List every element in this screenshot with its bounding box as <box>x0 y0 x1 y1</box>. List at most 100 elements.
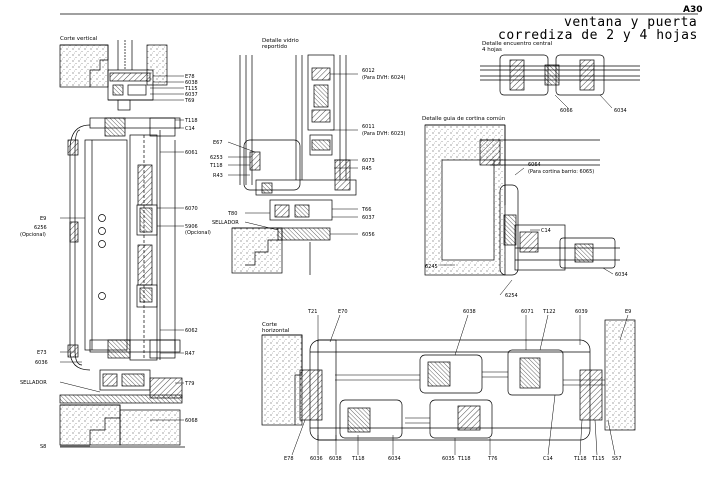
horizontal-section-title-2: horizontal <box>262 328 290 334</box>
label-t79: T79 <box>184 381 194 387</box>
label-t115-horizontal: T115 <box>591 456 605 462</box>
label-e9: E9 <box>40 216 46 222</box>
horizontal-sash-3 <box>429 399 493 439</box>
label-t118b: T118 <box>457 456 471 462</box>
label-para-6065: (Para cortina barrio: 6065) <box>528 169 594 175</box>
curtain-detail: Detalle guia de cortina común <box>422 115 620 296</box>
label-6011: 6011 <box>362 124 375 130</box>
title-block: A30 ventana y puerta corrediza de 2 y 4 … <box>60 5 703 43</box>
central-detail-title: Detalle encuentro central <box>482 41 553 47</box>
horizontal-labels: T21 E70 6038 6071 T122 6039 E9 E78 6036 … <box>284 309 631 462</box>
label-6035: 6035 <box>442 456 455 462</box>
label-s57: S57 <box>612 456 622 462</box>
label-t115: T115 <box>184 86 198 92</box>
glass-pane-left <box>84 139 128 351</box>
label-c14-curtain: C14 <box>541 228 551 234</box>
glass-labels: 6012 (Para DVH: 6024) 6011 (Para DVH: 60… <box>209 68 405 238</box>
label-6034-horizontal: 6034 <box>388 456 401 462</box>
label-e67: E67 <box>213 140 223 146</box>
wall-top-outline <box>60 44 109 87</box>
label-s8: S8 <box>40 444 46 450</box>
horizontal-sash-2 <box>339 399 403 439</box>
label-r47: R47 <box>185 351 195 357</box>
title-line-2: corrediza de 2 y 4 hojas <box>498 28 698 43</box>
label-6256: 6256 <box>34 225 47 231</box>
central-detail: Detalle encuentro central 4 hojas <box>480 41 640 109</box>
label-t80: T80 <box>227 211 237 217</box>
label-sellador-glass: SELLADOR <box>212 220 239 226</box>
label-para-6024: (Para DVH: 6024) <box>362 75 405 81</box>
wall-top <box>59 44 109 88</box>
label-6034-central: 6034 <box>614 108 627 114</box>
horizontal-section: Corte horizontal <box>261 314 636 456</box>
label-para-6023: (Para DVH: 6023) <box>362 131 405 137</box>
label-opcional-left: (Opcional) <box>20 232 46 238</box>
glass-detail-title-1: Detalle vidrio <box>262 38 299 44</box>
label-t21: T21 <box>307 309 317 315</box>
label-6034-curtain: 6034 <box>615 272 628 278</box>
vertical-section-title: Corte vertical <box>60 36 98 42</box>
glass-mullion <box>307 54 335 131</box>
label-t118-glass: T118 <box>209 163 223 169</box>
glass-detail-title-2: reportido <box>262 44 288 50</box>
label-t122: T122 <box>542 309 556 315</box>
label-6056: 6056 <box>362 232 375 238</box>
vertical-section: Corte vertical <box>59 36 185 448</box>
label-c14: C14 <box>185 126 195 132</box>
label-6037-glass: 6037 <box>362 215 375 221</box>
label-r43: R43 <box>213 173 223 179</box>
label-6036-horizontal: 6036 <box>310 456 323 462</box>
vertical-labels: E78 6038 T115 6037 T69 T118 C14 6061 607… <box>20 74 211 450</box>
curtain-detail-title: Detalle guia de cortina común <box>422 115 506 122</box>
label-e78: E78 <box>185 74 195 80</box>
horizontal-sash-1 <box>419 354 483 394</box>
central-detail-subtitle: 4 hojas <box>482 47 502 53</box>
label-t118: T118 <box>184 118 198 124</box>
sash-left-curve <box>69 124 91 371</box>
curtain-labels: 6064 (Para cortina barrio: 6065) C14 624… <box>425 162 628 299</box>
title-line-1: ventana y puerta <box>564 15 697 30</box>
sill <box>59 394 183 404</box>
label-e9-horizontal: E9 <box>625 309 631 315</box>
label-6064: 6064 <box>528 162 541 168</box>
center-column <box>129 134 158 361</box>
label-t69: T69 <box>184 98 194 104</box>
horizontal-sash-4 <box>507 349 564 396</box>
horizontal-wall-left <box>261 334 303 426</box>
roller-wheel-2 <box>98 227 106 235</box>
label-6071: 6071 <box>521 309 534 315</box>
label-r45: R45 <box>362 166 372 172</box>
label-t118-bottom: T118 <box>351 456 365 462</box>
label-6068: 6068 <box>185 418 198 424</box>
label-6038-bottom: 6038 <box>329 456 342 462</box>
label-sellador: SELLADOR <box>20 380 47 386</box>
label-6061: 6061 <box>185 150 198 156</box>
horizontal-section-title-1: Corte <box>262 322 278 328</box>
roller-wheel-3 <box>98 240 106 248</box>
roller-wheel-1 <box>98 214 106 222</box>
wall-top-right <box>146 44 168 86</box>
label-6245: 6245 <box>425 264 438 270</box>
label-e78-horizontal: E78 <box>284 456 294 462</box>
label-e70: E70 <box>338 309 348 315</box>
label-e73: E73 <box>37 350 47 356</box>
central-labels: 6066 6034 <box>560 108 627 114</box>
label-6253: 6253 <box>210 155 223 161</box>
label-6036: 6036 <box>35 360 48 366</box>
roller-wheel-4 <box>98 292 106 300</box>
label-6038: 6038 <box>185 80 198 86</box>
label-5906: 5906 <box>185 224 198 230</box>
label-6066: 6066 <box>560 108 573 114</box>
label-6073: 6073 <box>362 158 375 164</box>
glass-detail: Detalle vidrio reportido <box>227 38 358 275</box>
label-6038-top: 6038 <box>463 309 476 315</box>
label-6039: 6039 <box>575 309 588 315</box>
sheet-code: A30 <box>683 5 703 15</box>
label-6254: 6254 <box>505 293 518 299</box>
label-opcional-right: (Opcional) <box>185 230 211 236</box>
label-6037: 6037 <box>185 92 198 98</box>
label-c14-horizontal: C14 <box>543 456 553 462</box>
label-t66: T66 <box>361 207 371 213</box>
horizontal-wall-right <box>604 319 636 431</box>
